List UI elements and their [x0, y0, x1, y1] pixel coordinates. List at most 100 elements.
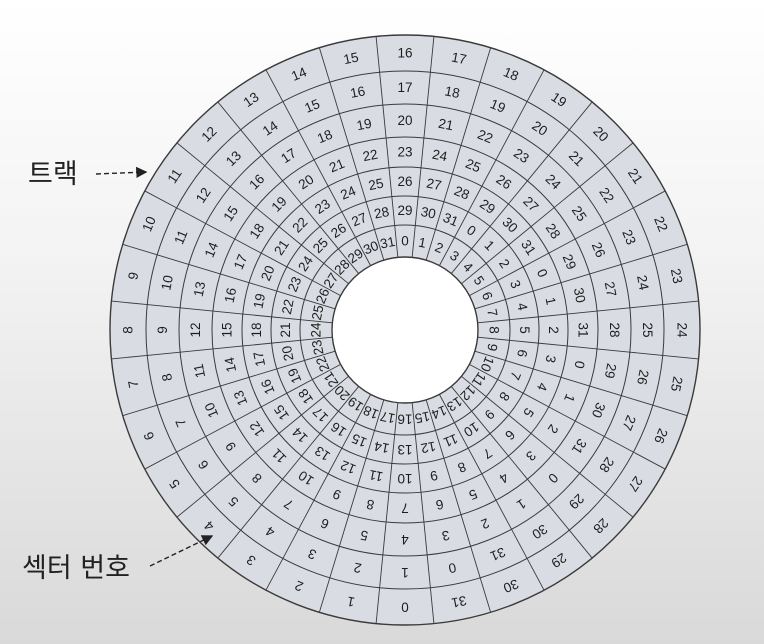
sector-divider [176, 436, 206, 453]
sector-number: 19 [548, 89, 569, 110]
sector-divider [423, 522, 428, 555]
sector-divider [505, 290, 534, 300]
sector-number: 26 [589, 240, 609, 260]
sector-number: 9 [484, 342, 500, 352]
sector-divider [323, 375, 349, 397]
sector-number: 13 [397, 442, 412, 457]
sector-number: 16 [328, 419, 349, 440]
sector-number: 12 [419, 438, 437, 456]
sector-number: 29 [477, 196, 498, 217]
sector-divider [261, 392, 288, 408]
sector-divider [479, 577, 492, 613]
sector-divider [188, 385, 221, 397]
sector-divider [652, 404, 688, 417]
spindle-hole [331, 256, 479, 404]
sector-divider [357, 458, 367, 487]
sector-divider [338, 514, 350, 547]
sector-divider [417, 167, 422, 197]
sector-number: 19 [488, 96, 508, 116]
sector-divider [629, 304, 663, 309]
sector-divider [505, 360, 534, 370]
sector-divider [454, 211, 469, 238]
sector-number: 13 [444, 394, 465, 415]
sector-divider [255, 207, 280, 227]
sector-number: 15 [349, 431, 369, 451]
sector-divider [497, 379, 524, 394]
sector-divider [323, 263, 349, 285]
sector-divider [511, 101, 528, 131]
sector-number: 19 [355, 116, 373, 134]
sector-number: 11 [191, 363, 208, 380]
sector-divider [460, 514, 472, 547]
sector-divider [604, 436, 634, 453]
sector-number-label: 섹터 번호 [22, 553, 130, 584]
track-callout: 트랙 [28, 159, 148, 190]
sector-number: 14 [372, 438, 390, 456]
sector-number: 18 [295, 386, 316, 407]
sector-number: 24 [309, 322, 324, 338]
sector-divider [329, 546, 340, 578]
sector-number: 15 [271, 402, 292, 423]
sector-divider [341, 422, 356, 449]
sector-number: 4 [401, 532, 409, 547]
sector-divider [652, 243, 688, 256]
sector-number: 29 [548, 550, 569, 571]
sector-number: 27 [321, 270, 342, 291]
sector-number: 13 [231, 388, 251, 408]
sector-divider [382, 105, 387, 138]
sector-number: 24 [338, 183, 358, 203]
sector-number: 0 [401, 600, 409, 615]
sector-divider [553, 186, 580, 208]
track-label: 트랙 [28, 159, 78, 190]
sector-number: 23 [312, 196, 333, 217]
sector-divider [574, 420, 605, 437]
sector-divider [633, 190, 666, 209]
sector-number: 1 [543, 296, 559, 306]
sector-number: 22 [596, 185, 617, 206]
sector-number: 18 [501, 64, 521, 84]
sector-number-arrow [149, 535, 214, 567]
sector-number: 29 [345, 246, 366, 267]
sector-number: 23 [285, 274, 305, 294]
sector-divider [234, 238, 262, 254]
sector-divider [217, 101, 242, 131]
sector-number: 25 [367, 176, 385, 194]
sector-divider [240, 504, 262, 531]
sector-divider [261, 155, 283, 182]
sector-divider [338, 113, 350, 146]
sector-divider [530, 207, 555, 227]
sector-number: 10 [477, 354, 497, 374]
sector-divider [470, 82, 481, 114]
sector-divider [522, 252, 549, 268]
sector-number: 21 [271, 237, 292, 258]
sector-number: 6 [514, 348, 530, 358]
sector-divider [548, 504, 570, 531]
sector-divider [548, 129, 570, 156]
sector-divider [355, 394, 371, 423]
sector-divider [144, 451, 177, 470]
sector-divider [255, 433, 280, 453]
sector-number: 10 [296, 468, 317, 489]
sector-divider [122, 243, 158, 256]
sector-number: 20 [529, 118, 550, 139]
sector-number: 6 [435, 496, 445, 512]
sector-divider [508, 180, 528, 205]
sector-number: 22 [361, 147, 379, 165]
sector-divider [489, 203, 509, 227]
sector-divider [548, 238, 576, 254]
sector-divider [495, 130, 512, 161]
sector-number: 16 [246, 171, 267, 192]
sector-number: 14 [429, 402, 449, 422]
sector-divider [365, 201, 375, 230]
sector-divider [144, 190, 177, 209]
sector-number: 31 [450, 593, 468, 611]
sector-divider [662, 300, 699, 306]
sector-number: 12 [199, 124, 220, 145]
sector-number: 2 [353, 560, 363, 576]
sector-divider [365, 430, 375, 459]
sector-number: 21 [625, 166, 646, 187]
sector-number: 26 [313, 286, 333, 306]
sector-number: 25 [640, 322, 655, 337]
sector-number: 13 [241, 89, 262, 110]
